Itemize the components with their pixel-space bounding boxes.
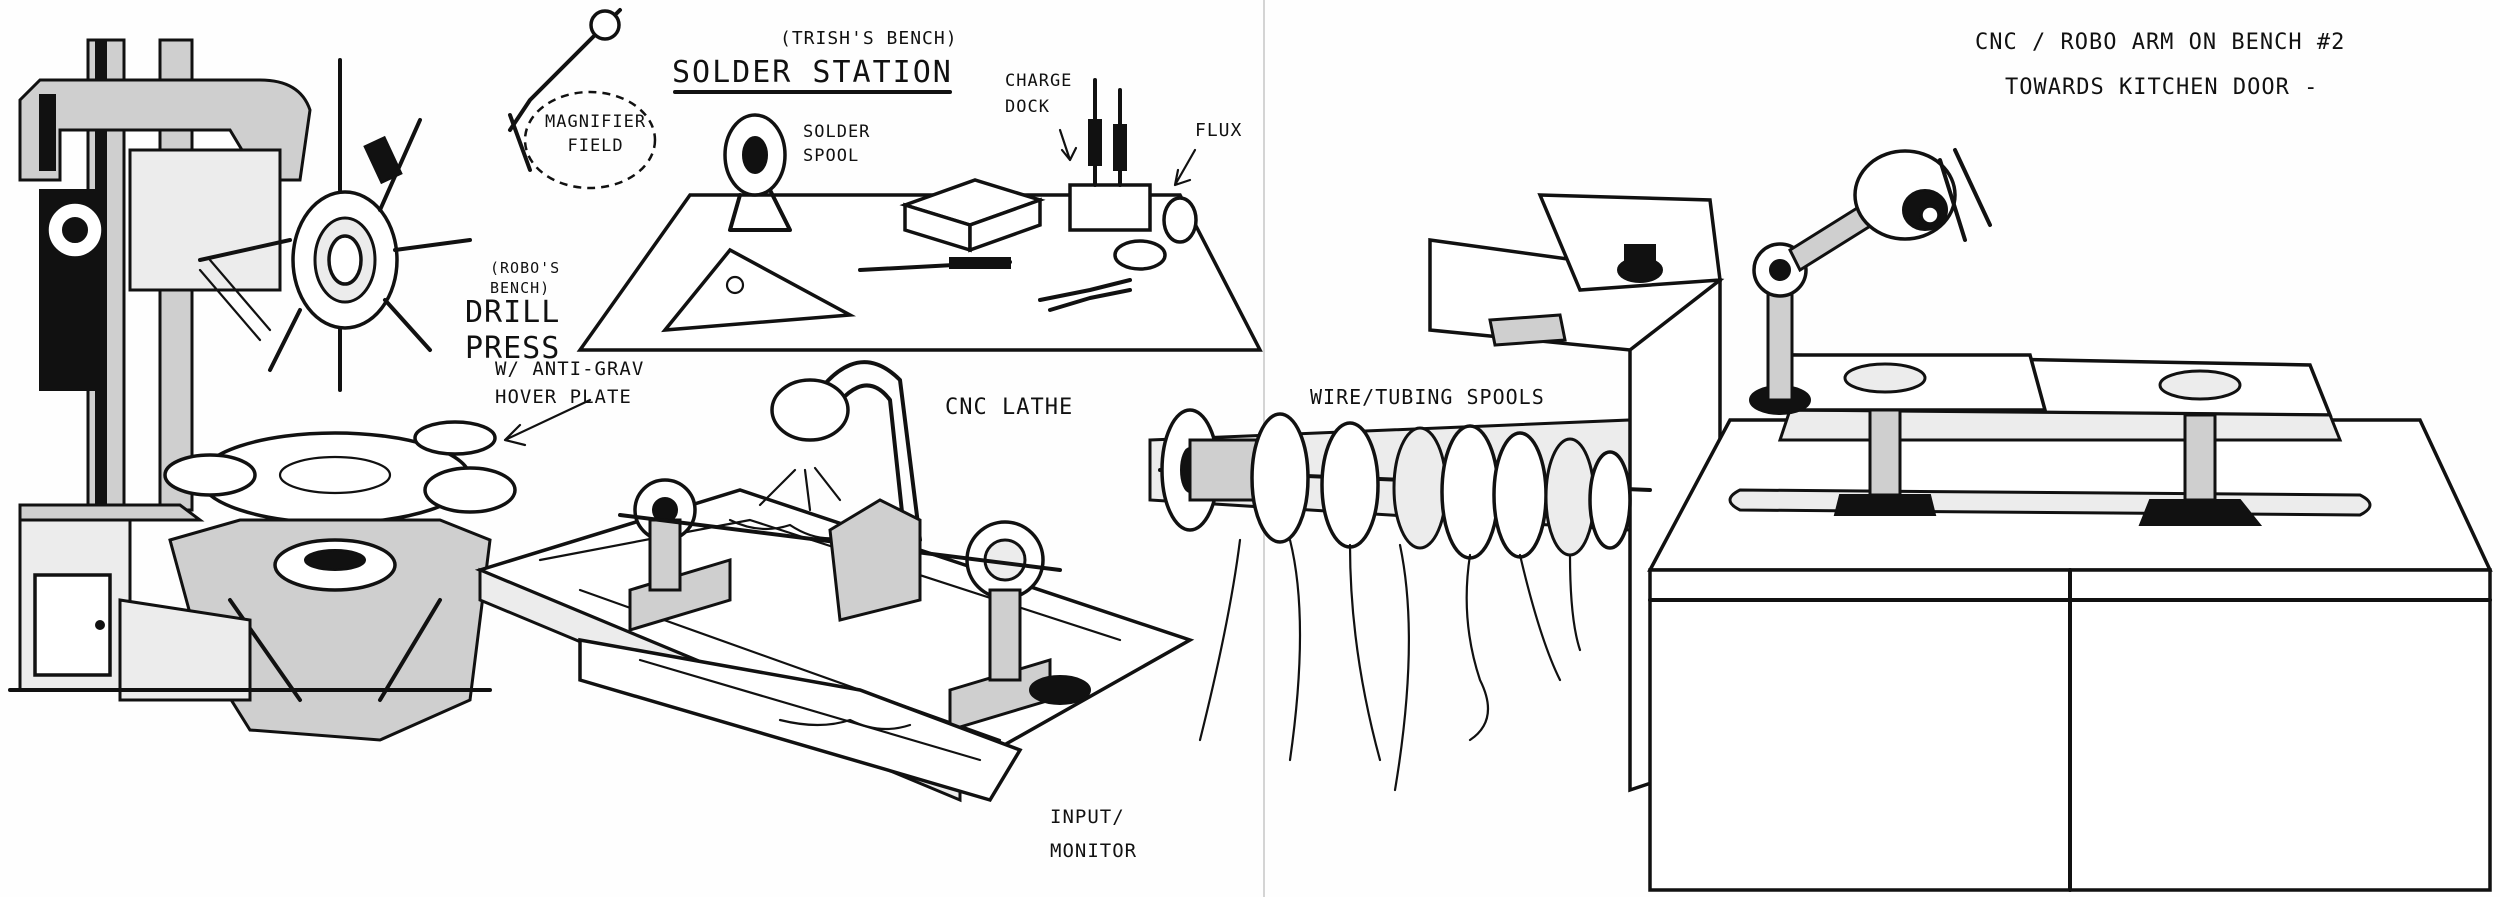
wire-spools-drawing: [1148, 193, 1725, 793]
label-cnc-lathe: CNC Lathe: [945, 395, 1074, 420]
label-wire-spools: Wire/Tubing Spools: [1310, 385, 1545, 409]
label-drill-press: Drill Press: [465, 295, 561, 366]
solder-station-drawing: [508, 8, 1263, 352]
label-charge-dock: Charge Dock: [1005, 71, 1073, 117]
drill-press-drawing: [8, 38, 517, 742]
arrow-drill-to-plate: [503, 398, 592, 447]
label-magnifier-field: Magnifier Field: [545, 112, 647, 156]
label-cnc-robo-arm: CNC / Robo Arm on Bench #2: [1975, 30, 2346, 55]
label-anti-grav-plate: W/ Anti-Grav Hover Plate: [495, 358, 645, 408]
label-solder-station: Solder Station: [672, 55, 953, 90]
label-towards-kitchen: Towards Kitchen Door -: [2005, 75, 2319, 100]
label-solder-spool: Solder Spool: [803, 122, 871, 166]
arrow-flux: [1173, 148, 1197, 187]
label-robo-bench: (Robo's Bench): [490, 259, 561, 297]
robo-arm-bench-drawing: [1647, 148, 2493, 892]
label-input-monitor: Input/ Monitor: [1050, 806, 1138, 862]
label-trish-bench: (Trish's Bench): [780, 28, 958, 49]
cnc-lathe-drawing: [474, 360, 1195, 803]
arrow-charge-dock: [1058, 128, 1078, 162]
label-flux: Flux: [1195, 120, 1243, 141]
